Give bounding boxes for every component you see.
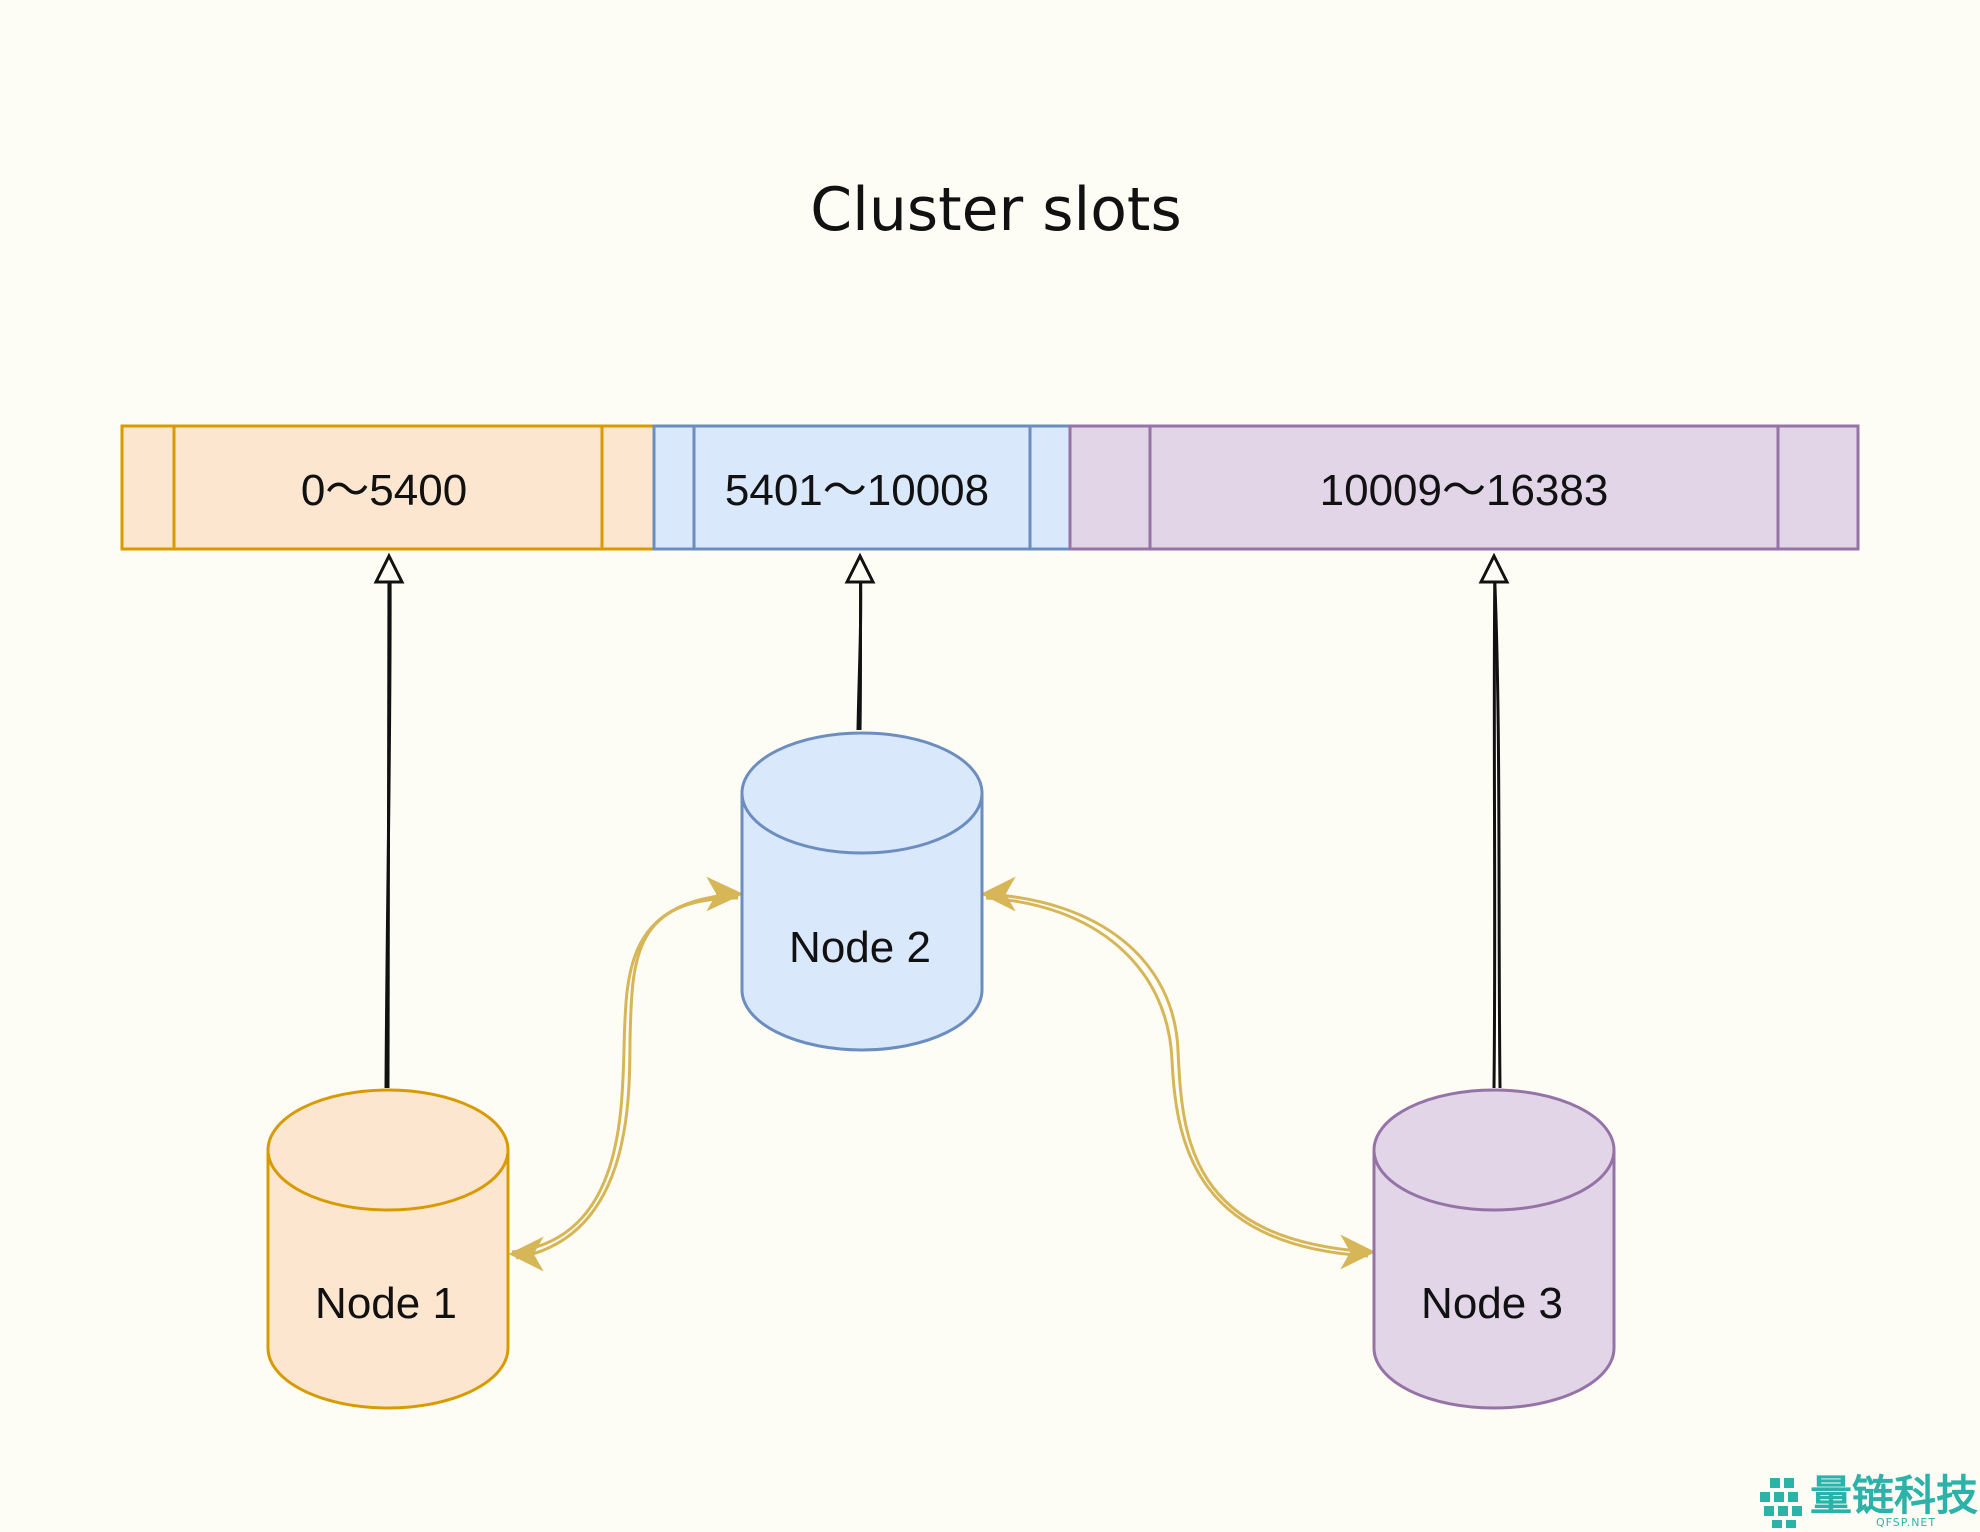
watermark: 量链科技 QFSP.NET: [1760, 1471, 1978, 1529]
slot-segment-2: 5401～10008: [652, 424, 1072, 551]
slot-segment-1: 0～5400: [120, 424, 656, 551]
node-3-label: Node 3: [1421, 1279, 1563, 1328]
slot-segment-3: 10009～16383: [1068, 424, 1860, 551]
diagram-title: Cluster slots: [810, 175, 1181, 245]
node-3-database-icon: Node 3: [1372, 1088, 1616, 1410]
slot-range-label-1: 0～5400: [301, 466, 467, 515]
link-node1-node2: [508, 876, 744, 1272]
watermark-subtext: QFSP.NET: [1876, 1516, 1936, 1529]
watermark-logo-icon: [1760, 1478, 1802, 1528]
node-2-database-icon: Node 2: [740, 731, 984, 1052]
slot-range-label-2: 5401～10008: [725, 466, 989, 515]
node-1-database-icon: Node 1: [266, 1088, 510, 1410]
slot-range-label-3: 10009～16383: [1320, 466, 1609, 515]
arrow-node1-to-slots: [373, 552, 405, 1089]
node-1-label: Node 1: [315, 1279, 457, 1328]
arrow-node3-to-slots: [1478, 552, 1510, 1089]
watermark-text: 量链科技: [1810, 1471, 1978, 1520]
arrow-node2-to-slots: [844, 552, 876, 731]
node-2-label: Node 2: [789, 923, 931, 972]
link-node2-node3: [980, 876, 1376, 1270]
